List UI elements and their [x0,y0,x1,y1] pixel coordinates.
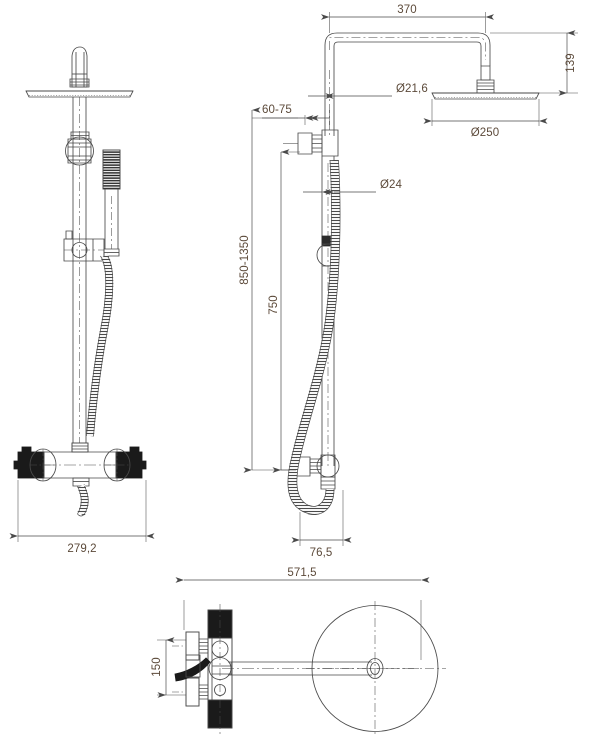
dimension-text-layer: 370 139 Ø250 Ø21,6 60-75 Ø24 850-1350 75… [67,4,577,677]
side-wall-bracket [283,129,339,157]
dim-label-slide-bar-diameter: Ø24 [380,179,403,191]
dim-label-overall-width: 279,2 [67,543,96,555]
front-diverter-body [65,131,94,166]
front-elevation-view [9,46,155,542]
dim-label-head-drop: 139 [565,53,577,73]
dim-label-valve-height: 150 [151,657,163,677]
dim-label-arm-reach: 370 [397,4,417,16]
front-riser-pipe [72,97,87,448]
dim-side-slide-travel [272,149,300,473]
side-shower-arm [324,32,491,66]
dim-side-head-drop [490,30,578,96]
dim-side-riser-height-range [243,107,298,473]
dim-label-head-diameter: Ø250 [471,127,500,139]
plan-valve-body [207,637,233,701]
dim-side-arm-reach [321,12,494,33]
plan-upper-handle [172,631,209,661]
dim-label-overall-projection: 571,5 [287,567,316,579]
front-overhead-shower-head [25,90,134,98]
dim-side-handset-projection [291,490,352,546]
side-overhead-shower-head [431,92,540,100]
plan-view [157,577,446,736]
dim-label-riser-height-range: 850-1350 [239,235,251,284]
side-elevation-view [243,12,578,546]
side-head-connector [476,65,495,94]
side-shower-hose [287,159,341,515]
dim-label-riser-diameter: Ø21,6 [396,83,428,95]
plan-diverter-lever [174,654,211,682]
front-holder-bracket [63,230,105,262]
front-shower-hose [86,253,114,437]
plan-overhead-shower-head [306,601,446,736]
plan-wall-plate [207,604,233,734]
dim-plan-overall-projection [175,577,430,660]
dim-label-handset-projection: 76,5 [310,547,333,559]
dim-plan-valve-height [157,637,186,698]
front-overhead-stem [69,46,90,88]
front-hand-shower [102,149,121,257]
dim-label-wall-offset: 60-75 [262,104,292,116]
dim-front-overall-width [9,480,155,542]
dim-label-slide-travel: 750 [268,295,280,315]
front-thermostatic-mixer [13,442,147,517]
dim-side-head-diameter [423,99,548,126]
plan-lower-handle [172,677,209,707]
side-lower-holder [295,454,340,490]
